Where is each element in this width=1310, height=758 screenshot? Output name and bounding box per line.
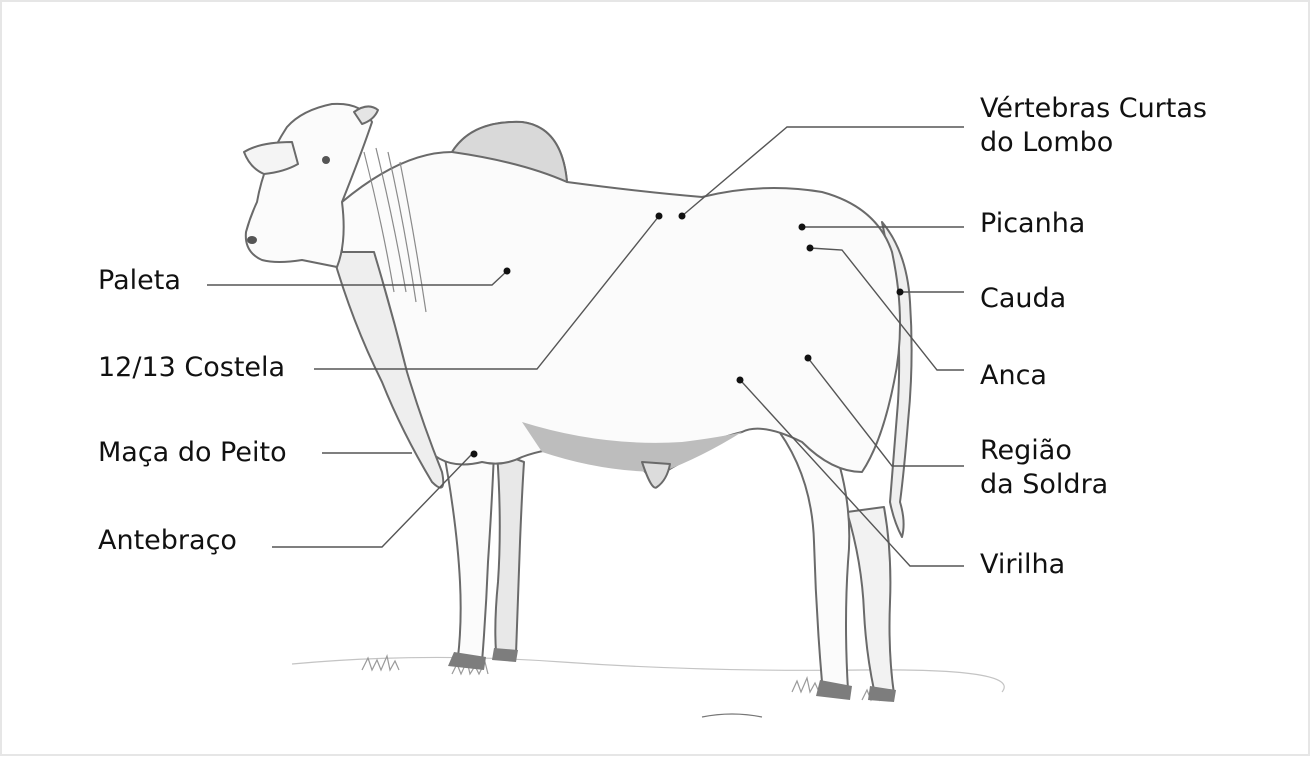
label-vertebras-line2: do Lombo xyxy=(980,126,1207,160)
label-paleta: Paleta xyxy=(98,264,181,298)
label-antebraco: Antebraço xyxy=(98,524,237,558)
front-leg-back xyxy=(495,452,524,654)
dot-picanha xyxy=(799,224,806,231)
dot-virilha xyxy=(737,377,744,384)
sheath xyxy=(642,462,670,488)
dot-cauda xyxy=(897,289,904,296)
label-anca: Anca xyxy=(980,359,1047,393)
label-vertebras: Vértebras Curtas do Lombo xyxy=(980,92,1207,160)
front-leg-front xyxy=(442,442,494,662)
label-regiao-da-soldra: Região da Soldra xyxy=(980,434,1108,502)
label-regiao-line1: Região xyxy=(980,434,1108,468)
nostril xyxy=(247,236,257,244)
label-regiao-line2: da Soldra xyxy=(980,468,1108,502)
eye xyxy=(322,156,330,164)
dot-anca xyxy=(807,245,814,252)
ground-grass xyxy=(292,656,1004,717)
label-maca-do-peito: Maça do Peito xyxy=(98,436,287,470)
dot-costela xyxy=(656,213,663,220)
label-virilha: Virilha xyxy=(980,548,1065,582)
dot-antebraco xyxy=(471,451,478,458)
label-vertebras-line1: Vértebras Curtas xyxy=(980,92,1207,126)
zebu-bull-drawing xyxy=(244,104,912,702)
label-costela: 12/13 Costela xyxy=(98,351,285,385)
label-picanha: Picanha xyxy=(980,207,1085,241)
line-antebraco xyxy=(272,454,472,547)
dot-regiao xyxy=(805,355,812,362)
dot-paleta xyxy=(504,268,511,275)
hind-leg-back xyxy=(847,507,894,694)
label-cauda: Cauda xyxy=(980,282,1066,316)
dot-vertebras xyxy=(679,213,686,220)
